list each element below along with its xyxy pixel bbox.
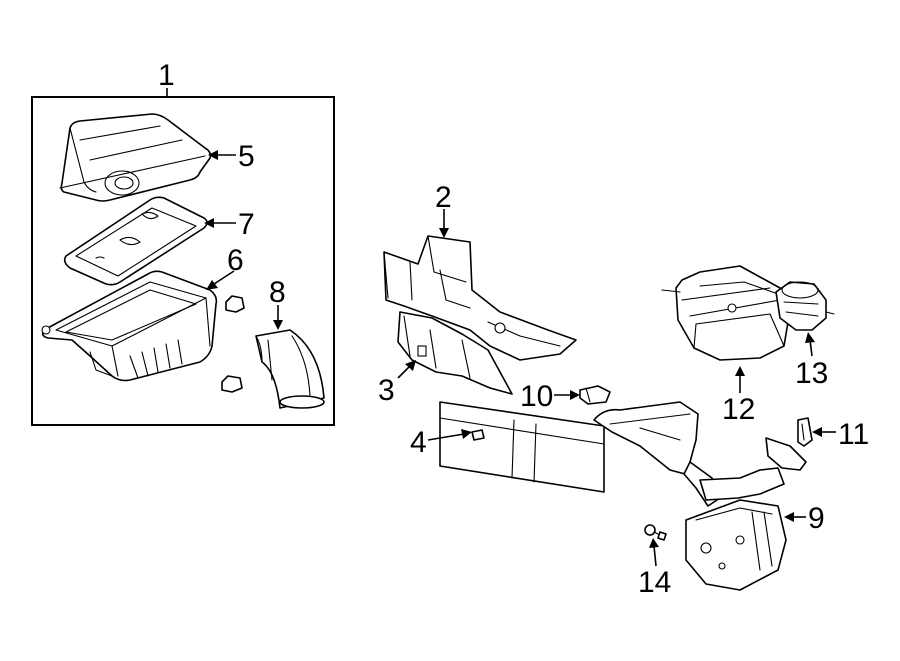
callout-12: 12 — [722, 393, 755, 426]
callout-labels: 1 2 3 4 5 6 7 8 9 10 11 12 13 14 — [158, 59, 869, 599]
callout-2: 2 — [435, 181, 452, 214]
resonator-assembly[interactable] — [593, 401, 807, 591]
callout-14: 14 — [638, 566, 671, 599]
air-cleaner-cover[interactable] — [59, 113, 212, 202]
mounting-bolt[interactable] — [644, 524, 667, 541]
callout-8: 8 — [269, 276, 286, 309]
intake-hose[interactable] — [775, 281, 835, 331]
callout-9: 9 — [808, 502, 825, 535]
callout-13: 13 — [795, 357, 828, 390]
callout-6: 6 — [227, 244, 244, 277]
air-filter-element[interactable] — [63, 196, 208, 286]
callout-3: 3 — [378, 374, 395, 407]
air-cleaner-assembly-box — [31, 88, 335, 426]
intake-resonator[interactable] — [661, 265, 791, 361]
callout-11: 11 — [838, 418, 869, 451]
grommet-lower — [221, 375, 243, 393]
callout-4: 4 — [410, 426, 427, 459]
callout-7: 7 — [238, 208, 255, 241]
callout-1: 1 — [158, 59, 175, 92]
grommet-upper — [225, 295, 245, 313]
support-rail — [439, 401, 605, 493]
callout-5: 5 — [238, 140, 255, 173]
retaining-clip[interactable] — [797, 417, 813, 447]
callout-10: 10 — [520, 380, 553, 413]
lower-duct-bracket[interactable] — [397, 311, 513, 395]
air-duct-bracket[interactable] — [383, 235, 577, 361]
air-temp-sensor[interactable] — [579, 385, 611, 405]
air-cleaner-housing[interactable] — [41, 270, 218, 382]
intake-duct-elbow[interactable] — [255, 329, 325, 409]
leader-lines — [204, 150, 836, 567]
